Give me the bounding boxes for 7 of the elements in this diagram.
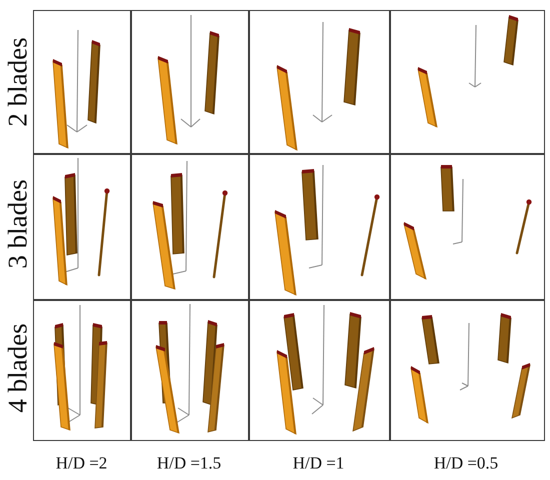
- column-header: H/D =2: [56, 454, 108, 472]
- row-header: 4 blades: [4, 323, 32, 413]
- column-header: H/D =0.5: [434, 454, 498, 472]
- row-header: 3 blades: [4, 179, 32, 269]
- row-header: 2 blades: [4, 37, 32, 127]
- column-header: H/D =1: [292, 454, 344, 472]
- column-header: H/D =1.5: [156, 454, 222, 472]
